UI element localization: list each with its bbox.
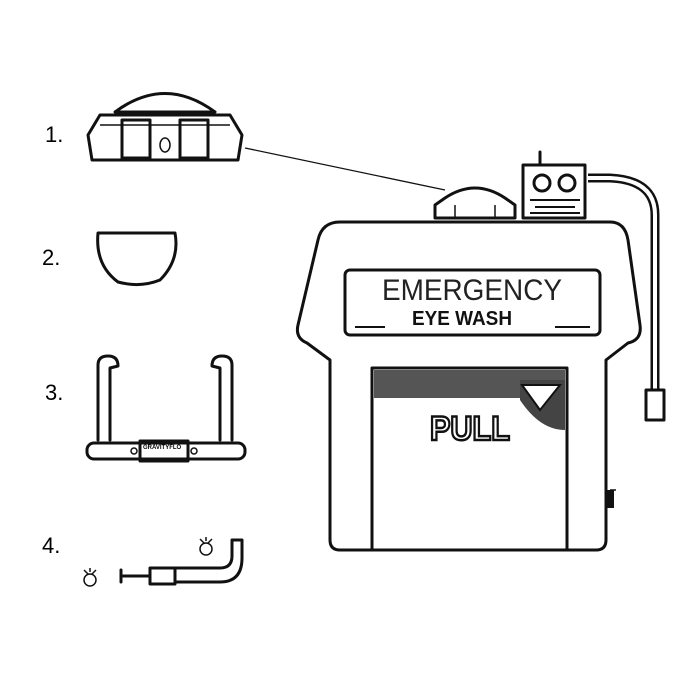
part-number-2: 2.	[42, 245, 60, 270]
part-number-1: 1.	[45, 122, 63, 147]
sign-eye-wash: EYE WASH	[412, 308, 512, 330]
part-number-4: 4.	[42, 533, 60, 558]
part-cap	[86, 92, 446, 191]
part-handle: GRAVITYFLO	[85, 354, 247, 463]
handle-brand-label: GRAVITYFLO	[143, 445, 182, 451]
pull-panel[interactable]	[370, 366, 569, 552]
eyewash-unit: EMERGENCY EYE WASH PULL	[295, 150, 666, 552]
part-number-3: 3.	[45, 380, 63, 405]
sign-emergency: EMERGENCY	[382, 274, 562, 307]
part-fittings	[83, 537, 244, 587]
part-eye-cup	[96, 231, 178, 287]
pull-label: PULL	[430, 410, 510, 448]
